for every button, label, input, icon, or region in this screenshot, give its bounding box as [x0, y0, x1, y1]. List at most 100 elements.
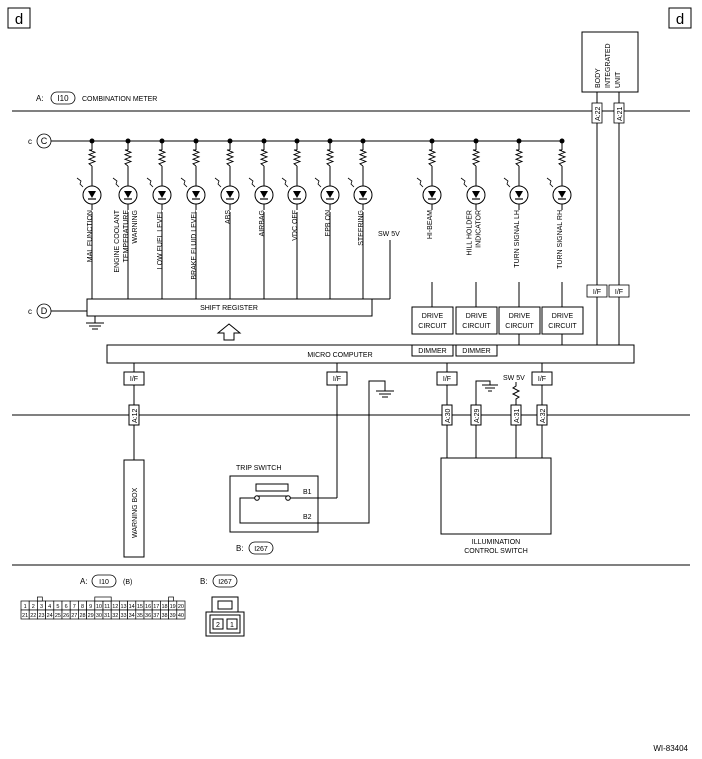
- trip-b2-label: B2: [303, 514, 312, 521]
- pin-a32: A:32: [540, 408, 547, 423]
- light-ray-icon: [214, 177, 222, 188]
- bus-c-label: C: [41, 136, 48, 146]
- light-ray-icon: [112, 177, 120, 188]
- diode-triangle: [472, 191, 480, 198]
- light-ray-icon: [347, 177, 355, 188]
- warning-box-label: WARNING BOX: [132, 487, 139, 538]
- diode-triangle: [428, 191, 436, 198]
- connector-a-pin-label: 27: [71, 613, 77, 619]
- trip-connector-oval: [248, 541, 274, 555]
- connector-a-pin-label: 37: [153, 613, 159, 619]
- connector-b-latch-inner: [217, 600, 233, 610]
- connector-a-pin-label: 6: [65, 604, 68, 610]
- meter-label: A: I10 COMBINATION METER: [36, 91, 157, 105]
- indicator-label: BRAKE FLUID LEVEL: [191, 210, 198, 280]
- resistor-symbol: [191, 149, 201, 167]
- if-label: I/F: [593, 289, 601, 296]
- connector-a-pin-label: 34: [129, 613, 135, 619]
- connector-a-pin-label: 9: [89, 604, 92, 610]
- meter-prefix: A:: [36, 94, 44, 103]
- drive-circuit-4: [541, 306, 584, 335]
- trip-switch-button: [255, 483, 289, 492]
- connector-b-shape: 2 1: [205, 596, 245, 637]
- resistor-symbol: [259, 149, 269, 167]
- light-ray-icon: [546, 177, 554, 188]
- diode-triangle: [158, 191, 166, 198]
- connector-a-pin-label: 23: [38, 613, 44, 619]
- diode-triangle: [124, 191, 132, 198]
- indicator-lamp: MAL FUNCTION: [76, 138, 102, 299]
- indicator-label: INDICATOR: [476, 210, 483, 248]
- corner-box-right: [668, 7, 692, 29]
- connector-a-pin-label: 29: [88, 613, 94, 619]
- indicator-label: VDC OFF: [292, 210, 299, 241]
- trip-switch-box: [229, 475, 319, 533]
- drive-circuit-3: [498, 306, 541, 335]
- diode-triangle: [260, 191, 268, 198]
- connector-a-pin-label: 16: [145, 604, 151, 610]
- connector-a-pin-label: 31: [104, 613, 110, 619]
- diode-triangle: [88, 191, 96, 198]
- dimmer-label: DIMMER: [462, 348, 490, 355]
- if-label: I/F: [615, 289, 623, 296]
- trip-switch-title: TRIP SWITCH: [236, 465, 281, 472]
- up-arrow-icon: [216, 323, 242, 341]
- corner-label-right: d: [676, 11, 684, 28]
- connector-a-pin-label: 18: [161, 604, 167, 610]
- conn-a-connector: I10: [99, 579, 109, 586]
- connector-a-pin-label: 10: [96, 604, 102, 610]
- connector-a-pin-label: 20: [178, 604, 184, 610]
- drive-circuit-2: [455, 306, 498, 335]
- light-ray-icon: [314, 177, 322, 188]
- indicator-lamp: TURN SIGNAL RH: [546, 138, 572, 307]
- indicator-label: TURN SIGNAL LH: [514, 210, 521, 268]
- resistor-symbol: [325, 149, 335, 167]
- connector-a-pin-label: 21: [22, 613, 28, 619]
- connector-a-pin-label: 7: [73, 604, 76, 610]
- indicator-label: STEERING: [358, 210, 365, 246]
- diode-triangle: [293, 191, 301, 198]
- light-ray-icon: [281, 177, 289, 188]
- resistor-symbol: [292, 149, 302, 167]
- light-ray-icon: [180, 177, 188, 188]
- connector-a-pin-label: 12: [112, 604, 118, 610]
- bus-c-prefix: c: [28, 137, 32, 146]
- connector-a-pin-label: 28: [79, 613, 85, 619]
- drive-circuit-line1: DRIVE: [466, 313, 488, 320]
- connector-a-pin-label: 15: [137, 604, 143, 610]
- light-ray-icon: [248, 177, 256, 188]
- pin-a12: A:12: [132, 408, 139, 423]
- conn-b-prefix: B:: [200, 577, 208, 586]
- diode-triangle: [558, 191, 566, 198]
- connector-a-pin-label: 8: [81, 604, 84, 610]
- shift-register-box: [86, 298, 373, 317]
- resistor-symbol: [157, 149, 167, 167]
- indicator-label: ENGINE COOLANT: [114, 209, 121, 272]
- resistor-symbol: [471, 149, 481, 167]
- diode-triangle: [326, 191, 334, 198]
- connector-a-key: [94, 596, 112, 602]
- resistor-symbol: [427, 149, 437, 167]
- connector-b-pin-left: 2: [216, 622, 220, 629]
- indicator-lamp: ABS: [214, 138, 240, 299]
- drive-circuits: DRIVE CIRCUIT DRIVE CIRCUIT DRIVE CIRCUI…: [411, 306, 584, 335]
- pin-a22: A:22: [595, 106, 602, 121]
- illumination-line1: ILLUMINATION: [472, 539, 521, 546]
- drive-circuit-line1: DRIVE: [509, 313, 531, 320]
- connector-a-pin-label: 32: [112, 613, 118, 619]
- pin-a21: A:21: [617, 106, 624, 121]
- connector-a-pin-label: 13: [120, 604, 126, 610]
- connector-a-pin-label: 14: [129, 604, 135, 610]
- diode-triangle: [515, 191, 523, 198]
- resistor-symbol: [514, 149, 524, 167]
- connector-a-pin-label: 4: [48, 604, 51, 610]
- bus-d-label: D: [41, 306, 48, 316]
- resistor-symbol: [557, 149, 567, 167]
- meter-name: COMBINATION METER: [82, 96, 157, 103]
- micro-computer-box: [106, 344, 635, 364]
- pin-a30: A:30: [445, 408, 452, 423]
- trip-b1-label: B1: [303, 489, 312, 496]
